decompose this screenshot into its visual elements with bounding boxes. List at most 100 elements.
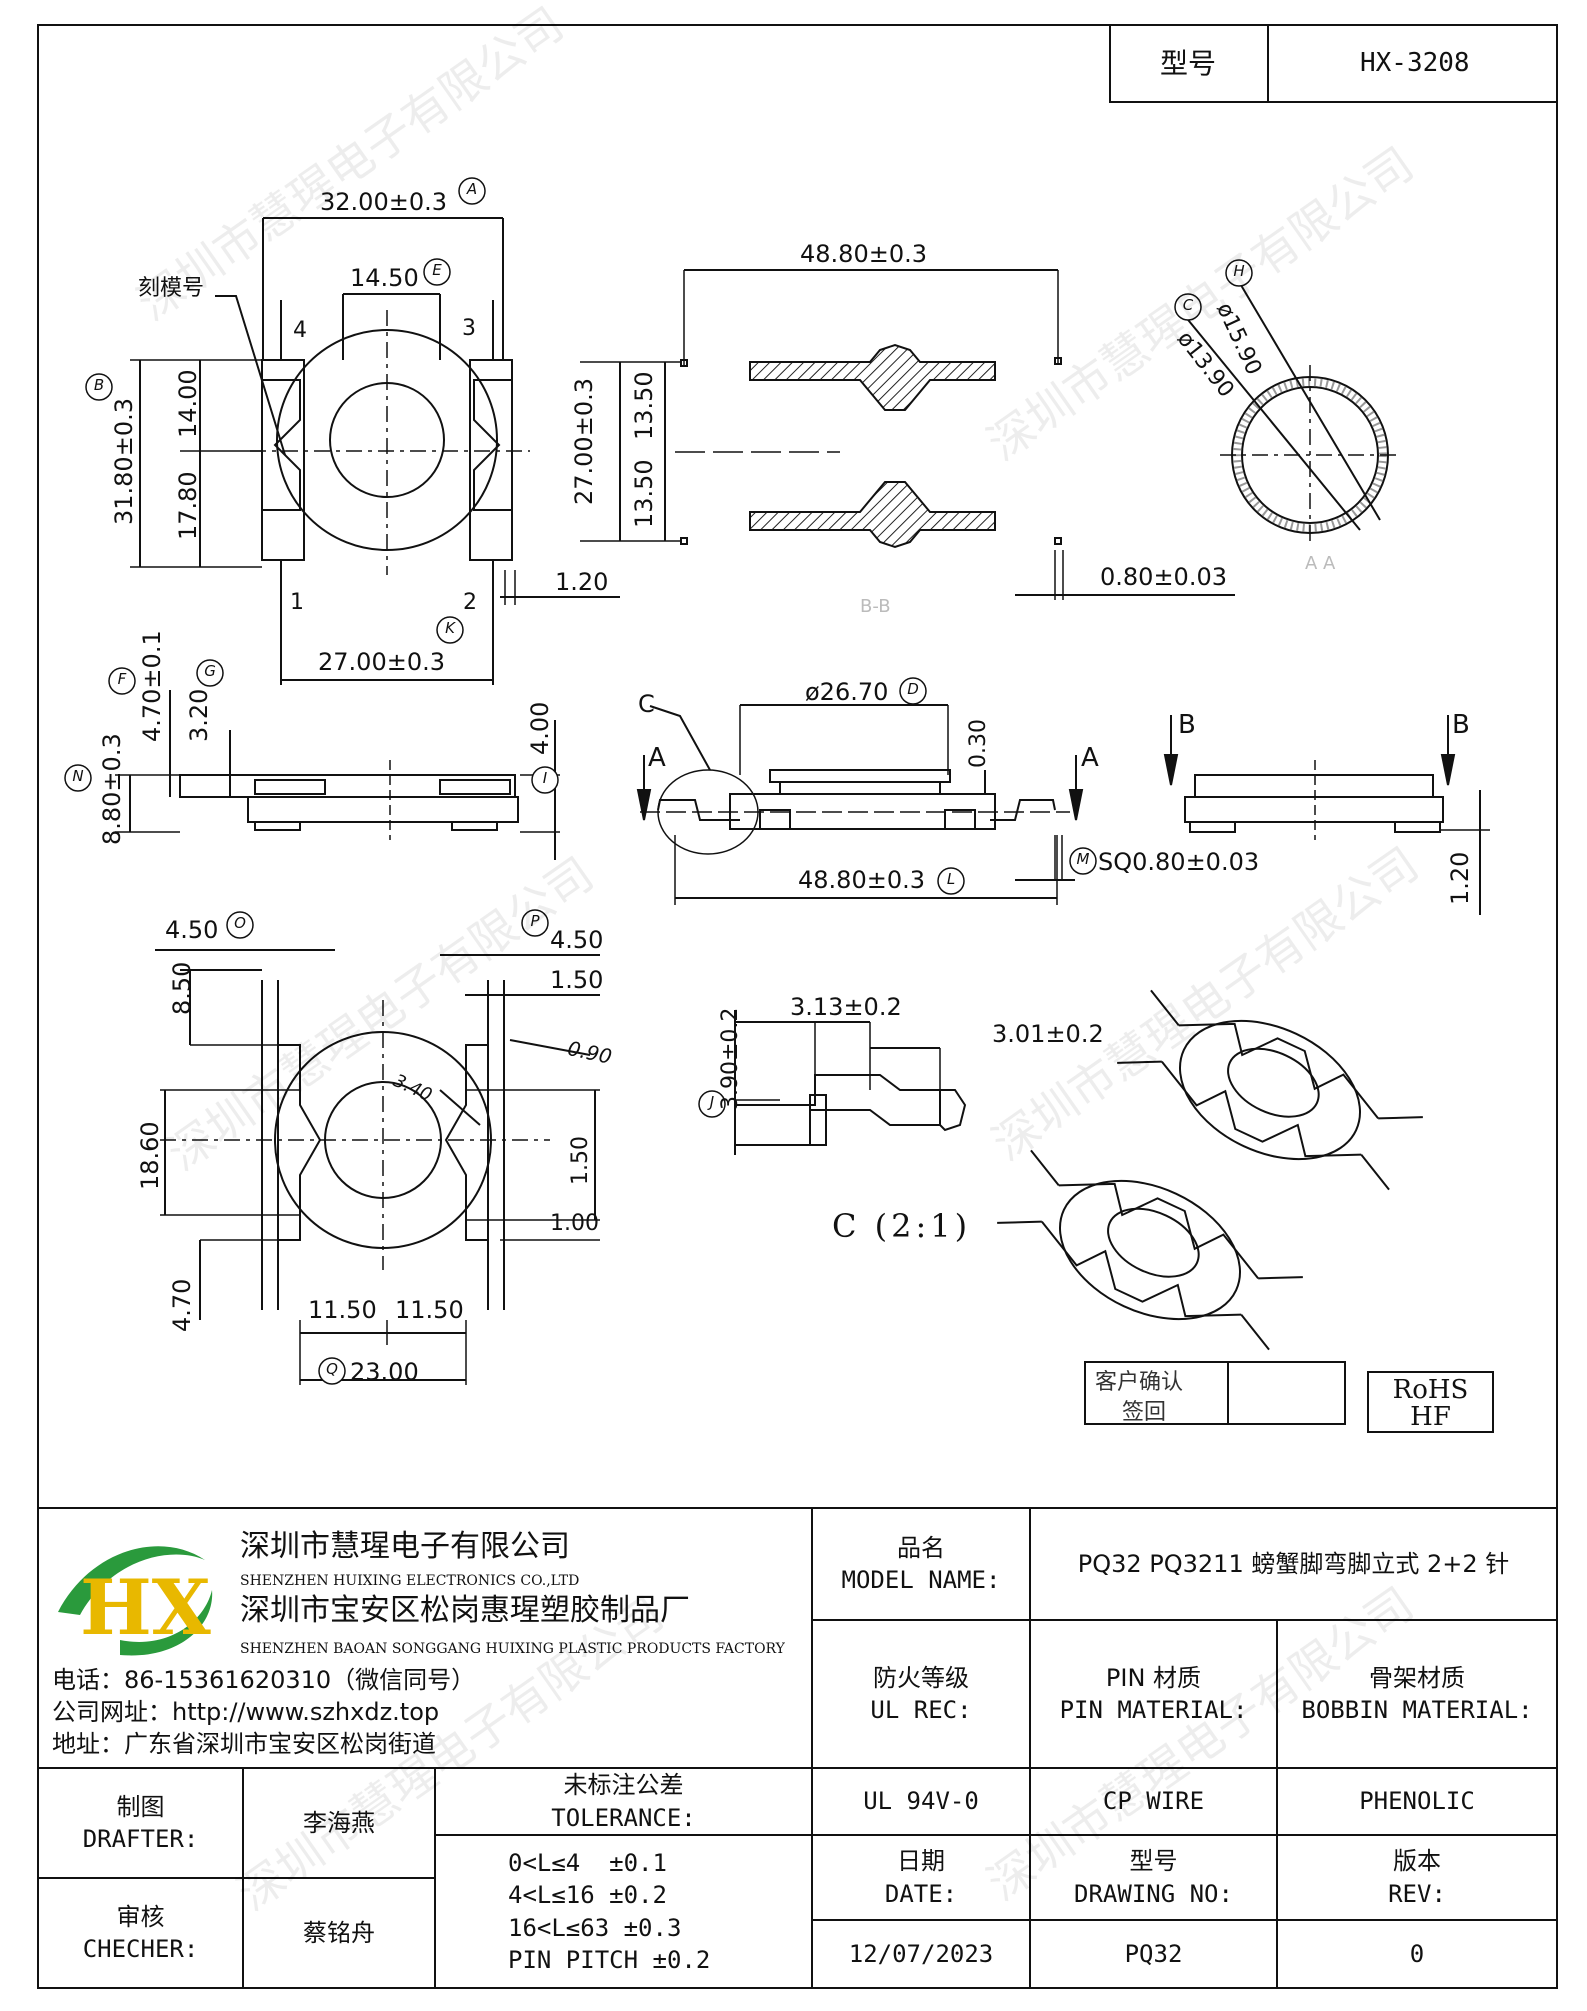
dim-3-01: 3.01±0.2	[992, 1020, 1104, 1048]
balloon-b: B	[93, 376, 105, 394]
dim-14-50: 14.50	[350, 264, 419, 292]
logo-text: HX	[80, 1563, 211, 1652]
detail-c-scale: C (2:1)	[832, 1207, 972, 1245]
dim-1-20-b: 1.20	[1446, 851, 1474, 905]
dim-4-00: 4.00	[526, 701, 554, 755]
balloon-p: P	[530, 912, 540, 930]
fire-rating-value: UL 94V-0	[863, 1787, 979, 1816]
confirm-line1: 客户确认	[1095, 1370, 1184, 1395]
drafter-header: 制图 DRAFTER:	[82, 1792, 199, 1853]
balloon-n: N	[72, 767, 84, 785]
balloon-j: J	[709, 1093, 715, 1111]
dim-0-30: 0.30	[966, 719, 991, 768]
dim-phi-26-70: ø26.70	[805, 678, 889, 706]
model-name-value: PQ32 PQ3211 螃蟹脚弯脚立式 2+2 针	[1077, 1549, 1510, 1578]
rev-value: 0	[1409, 1939, 1425, 1968]
company-name-en: SHENZHEN HUIXING ELECTRONICS CO.,LTD	[240, 1573, 580, 1589]
pin-2-label: 2	[463, 590, 477, 615]
company-website: 公司网址：http://www.szhxdz.top	[52, 1698, 440, 1726]
dim-4-50-a: 4.50	[165, 916, 219, 944]
dim-11-50-a: 11.50	[308, 1296, 377, 1324]
model-name-header: 品名 MODEL NAME:	[841, 1533, 1001, 1594]
drawing-no-value: PQ32	[1124, 1939, 1183, 1968]
balloon-e: E	[432, 261, 442, 279]
dim-31-80: 31.80±0.3	[110, 398, 138, 525]
dim-13-50-a: 13.50	[630, 371, 658, 440]
top-view	[155, 949, 600, 1385]
dim-1-20-a: 1.20	[555, 568, 609, 596]
rohs-line2: HF	[1410, 1402, 1451, 1432]
section-aa-view	[1179, 274, 1400, 545]
fire-rating-header: 防火等级 UL REC:	[870, 1663, 972, 1724]
dim-27-00-b: 27.00±0.3	[318, 648, 445, 676]
balloon-q: Q	[326, 1360, 338, 1378]
pin-3-label: 3	[462, 316, 476, 341]
model-value: HX-3208	[1360, 48, 1470, 78]
balloon-m: M	[1076, 850, 1090, 868]
dim-sq-0-80: SQ0.80±0.03	[1098, 848, 1260, 876]
factory-name-cn: 深圳市宝安区松岗惠瑆塑胶制品厂	[240, 1593, 690, 1628]
dim-11-50-b: 11.50	[395, 1296, 464, 1324]
center-side-view	[636, 704, 1084, 905]
dim-23-00: 23.00	[350, 1358, 419, 1386]
date-value: 12/07/2023	[848, 1939, 994, 1968]
model-box	[1109, 24, 1558, 103]
section-aa-label: A A	[1305, 553, 1336, 574]
dim-32-00: 32.00±0.3	[320, 188, 447, 216]
dim-3-13: 3.13±0.2	[790, 993, 902, 1021]
balloon-i: I	[542, 769, 548, 787]
section-mark-a-right: A	[1081, 743, 1099, 773]
section-mark-a-left: A	[648, 743, 666, 773]
dim-4-70-0-1: 4.70±0.1	[138, 630, 166, 742]
dim-1-50-b: 1.50	[568, 1136, 593, 1185]
balloon-k: K	[445, 619, 455, 637]
balloon-l: L	[946, 870, 956, 888]
balloon-h: H	[1233, 262, 1245, 280]
model-label: 型号	[1160, 47, 1217, 80]
isometric-views	[997, 989, 1423, 1351]
pin-1-label: 1	[290, 590, 304, 615]
rev-header: 版本 REV:	[1388, 1847, 1446, 1908]
company-logo-icon	[58, 1546, 213, 1656]
confirm-box	[1084, 1361, 1494, 1433]
balloon-g: G	[204, 662, 216, 680]
dim-0-80: 0.80±0.03	[1100, 563, 1227, 591]
side-view	[115, 690, 560, 860]
detail-c-view	[734, 1010, 967, 1155]
section-bb-label: B-B	[860, 596, 891, 617]
right-side-view	[1163, 715, 1490, 915]
title-block-grid	[38, 1507, 1557, 1988]
company-address: 地址：广东省深圳市宝安区松岗街道	[52, 1730, 436, 1758]
dim-3-20: 3.20	[185, 688, 213, 742]
dim-27-00-a: 27.00±0.3	[570, 378, 598, 505]
balloon-c: C	[1182, 296, 1194, 314]
tolerance-header: 未标注公差 TOLERANCE:	[551, 1771, 696, 1832]
pin-material-value: CP WIRE	[1102, 1787, 1205, 1816]
balloon-a: A	[466, 180, 478, 198]
dim-18-60: 18.60	[136, 1121, 164, 1190]
balloon-d: D	[907, 680, 919, 698]
outer-border	[37, 24, 1558, 1989]
dim-14-00: 14.00	[174, 369, 202, 438]
dim-4-70: 4.70	[168, 1278, 196, 1332]
factory-name-en: SHENZHEN BAOAN SONGGANG HUIXING PLASTIC …	[240, 1641, 785, 1657]
pin-4-label: 4	[293, 318, 307, 343]
checker-header: 审核 CHECHER:	[82, 1902, 199, 1963]
balloon-o: O	[234, 914, 246, 932]
drawing-no-header: 型号 DRAWING NO:	[1074, 1847, 1233, 1908]
section-mark-b-right: B	[1452, 710, 1470, 740]
dim-13-50-b: 13.50	[630, 459, 658, 528]
balloon-f: F	[117, 670, 127, 688]
date-header: 日期 DATE:	[884, 1847, 958, 1908]
dim-8-50: 8.50	[168, 961, 196, 1015]
section-mark-b-left: B	[1178, 710, 1196, 740]
dim-4-50-b: 4.50	[550, 926, 604, 954]
front-view	[130, 217, 620, 685]
rohs-line1: RoHS	[1392, 1375, 1469, 1405]
dim-1-00: 1.00	[550, 1211, 599, 1236]
tolerance-table: 0<L≤4 ±0.1 4<L≤16 ±0.2 16<L≤63 ±0.3 PIN …	[508, 1848, 711, 1974]
confirm-line2: 签回	[1122, 1400, 1167, 1425]
balloons	[64, 177, 1253, 1385]
dim-48-80-b: 48.80±0.3	[798, 866, 925, 894]
company-phone: 电话：86-15361620310（微信同号）	[52, 1666, 476, 1694]
